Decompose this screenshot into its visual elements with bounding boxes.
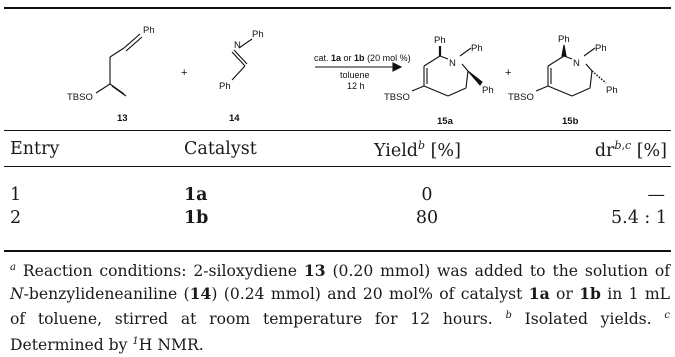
row-2-yield: 80 (415, 208, 439, 228)
product-15a-structure (411, 46, 483, 97)
reactant-13-label: 13 (117, 113, 128, 124)
header-top-rule (4, 130, 671, 132)
product-15a-ph-top: Ph (434, 35, 446, 46)
conditions-solvent: toluene (340, 70, 370, 80)
table-top-rule (4, 7, 671, 9)
header-entry: Entry (10, 139, 60, 159)
product-15b-label: 15b (562, 116, 579, 127)
product-15b-n: N (573, 58, 580, 69)
reactant-13-tbso: TBSO (67, 92, 93, 103)
header-catalyst: Catalyst (184, 139, 257, 159)
product-15a-label: 15a (437, 116, 454, 127)
row-1-dr: — (647, 185, 666, 205)
plus-sign-1: + (181, 67, 187, 79)
reactant-14-label: 14 (229, 113, 240, 124)
product-15a-tbso: TBSO (384, 92, 410, 103)
reaction-scheme: Ph TBSO 13 + N Ph Ph 14 cat. 1a or 1b (2… (67, 25, 618, 127)
product-15b-ph-top: Ph (558, 34, 570, 45)
product-15a-n: N (449, 58, 456, 69)
product-15b-tbso: TBSO (508, 92, 534, 103)
row-2-dr: 5.4 : 1 (611, 208, 667, 228)
header-bottom-rule (4, 166, 671, 167)
row-2-entry: 2 (10, 208, 22, 228)
product-15b-ph-right: Ph (606, 85, 618, 96)
reactant-14-n: N (234, 40, 241, 51)
product-15b-n-ph: Ph (595, 43, 607, 54)
row-2-catalyst: 1b (184, 208, 209, 228)
reactant-13-ph: Ph (143, 25, 155, 36)
reactant-13-structure (95, 33, 143, 97)
header-yield: Yieldb [%] (374, 139, 461, 161)
conditions-catalyst: cat. 1a or 1b (20 mol %) (314, 53, 411, 63)
reactant-14-c-ph: Ph (219, 81, 231, 92)
product-15a-n-ph: Ph (471, 43, 483, 54)
product-15b-structure (535, 44, 607, 97)
plus-sign-2: + (505, 67, 511, 79)
reactant-14-n-ph: Ph (252, 29, 264, 40)
product-15a-ph-right: Ph (482, 85, 494, 96)
header-dr: drb,c [%] (594, 139, 667, 161)
reactant-14-structure (231, 38, 253, 81)
row-1-yield: 0 (421, 185, 433, 205)
table-bottom-rule (4, 250, 671, 252)
row-1-entry: 1 (10, 185, 22, 205)
row-1-catalyst: 1a (184, 185, 208, 205)
conditions-time: 12 h (347, 81, 365, 91)
